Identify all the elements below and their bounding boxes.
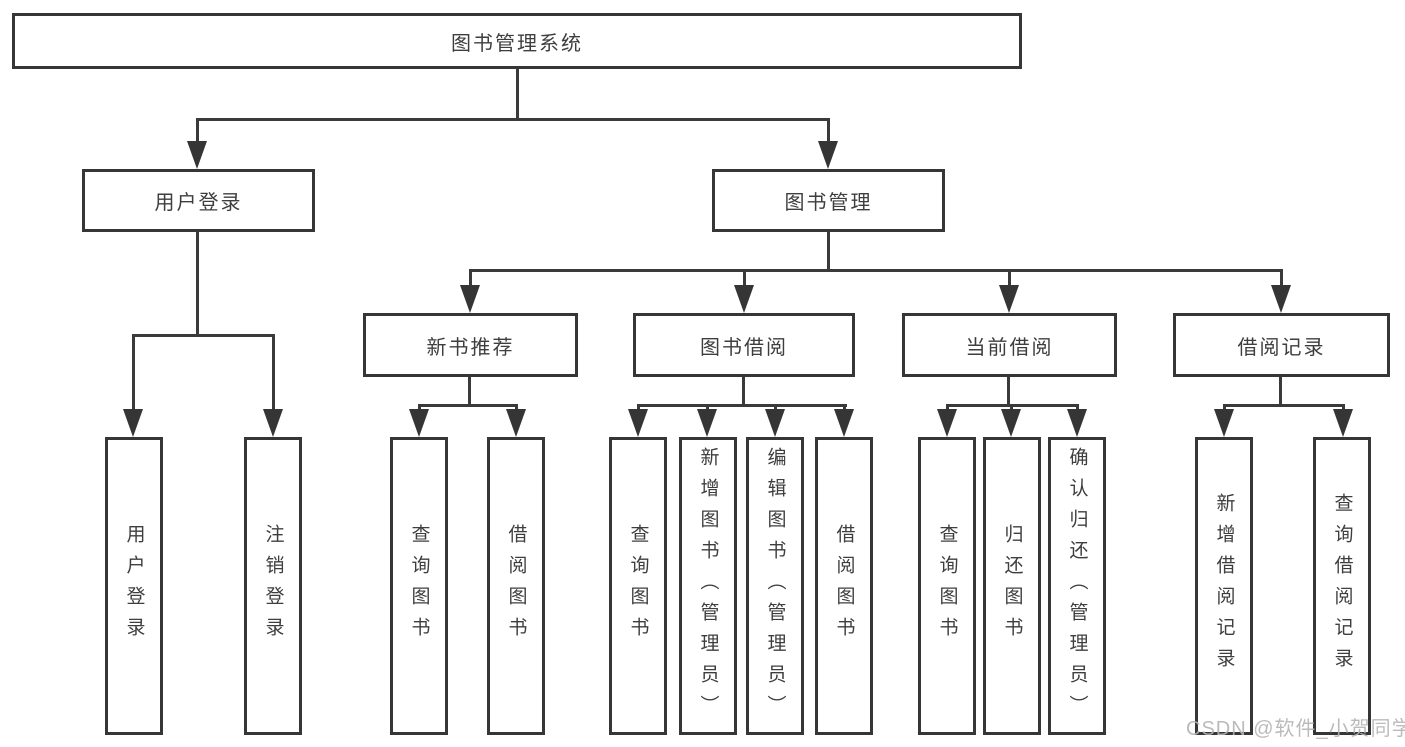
connector-borrow-records-bar — [1223, 404, 1344, 407]
connector-drop-leaf — [1342, 404, 1345, 413]
connector-drop-leaf — [418, 404, 421, 413]
node-label: 新书推荐 — [426, 336, 515, 359]
node-label: 用户登录 — [123, 524, 145, 648]
arrow-to-leaf — [628, 409, 648, 437]
connector-book-management-stem — [827, 232, 830, 272]
connector-user-login-stem — [196, 232, 199, 336]
arrow-to-leaf — [937, 409, 957, 437]
node-root: 图书管理系统 — [12, 13, 1022, 69]
arrow-to-new-book — [460, 285, 480, 313]
connector-drop-leaf — [515, 404, 518, 413]
node-label: 查询图书 — [936, 524, 958, 648]
node-leaf-edit-books-admin: 编辑图书（管理员） — [746, 437, 804, 735]
node-label: 借阅记录 — [1237, 336, 1326, 359]
connector-drop-logout-leaf — [272, 334, 275, 411]
arrow-to-user-login — [187, 141, 207, 169]
connector-drop-login-leaf — [132, 334, 135, 411]
node-label: 查询借阅记录 — [1331, 493, 1353, 679]
node-leaf-query-borrow-record: 查询借阅记录 — [1313, 437, 1371, 735]
arrow-to-leaf — [409, 409, 429, 437]
arrow-to-leaf — [1001, 409, 1021, 437]
connector-book-borrow-bar — [637, 404, 847, 407]
connector-drop-leaf — [637, 404, 640, 413]
node-label: 图书管理 — [784, 192, 873, 214]
arrow-to-leaf — [506, 409, 526, 437]
connector-drop-leaf — [774, 404, 777, 413]
connector-drop-leaf — [1076, 404, 1079, 413]
connector-new-book-stem — [468, 377, 471, 407]
arrow-to-leaf — [1067, 409, 1087, 437]
node-label: 新增借阅记录 — [1213, 493, 1235, 679]
connector-drop-leaf — [1223, 404, 1226, 413]
node-leaf-borrow-books: 借阅图书 — [815, 437, 873, 735]
node-label: 查询图书 — [627, 524, 649, 648]
connector-drop-leaf — [1010, 404, 1013, 413]
node-label: 图书管理系统 — [451, 32, 583, 55]
connector-drop-new-book — [469, 269, 472, 288]
connector-current-borrow-stem — [1007, 377, 1010, 407]
node-leaf-borrow-books-recommend: 借阅图书 — [487, 437, 545, 735]
node-label: 注销登录 — [262, 524, 284, 648]
node-new-book-recommend: 新书推荐 — [363, 313, 578, 377]
connector-drop-borrow-records — [1280, 269, 1283, 288]
arrow-to-book-borrow — [734, 285, 754, 313]
arrow-to-current-borrow — [999, 285, 1019, 313]
node-leaf-query-books-borrow: 查询图书 — [609, 437, 667, 735]
connector-drop-current-borrow — [1008, 269, 1011, 288]
arrow-to-book-management — [818, 141, 838, 169]
watermark: CSDN @软件_小贺同学 — [1186, 718, 1405, 740]
connector-drop-leaf — [706, 404, 709, 413]
connector-drop-leaf — [843, 404, 846, 413]
connector-book-management-bar — [469, 269, 1282, 272]
node-label: 用户登录 — [154, 192, 243, 214]
node-borrow-records: 借阅记录 — [1173, 313, 1390, 377]
node-label: 确认归还（管理员） — [1066, 446, 1088, 726]
node-user-login: 用户登录 — [82, 169, 315, 232]
node-leaf-query-books-current: 查询图书 — [918, 437, 976, 735]
connector-drop-user-login — [196, 118, 199, 144]
node-label: 当前借阅 — [965, 336, 1054, 359]
node-book-management: 图书管理 — [712, 169, 945, 232]
arrow-to-leaf — [1333, 409, 1353, 437]
node-label: 编辑图书（管理员） — [764, 446, 786, 726]
arrow-to-borrow-records — [1271, 285, 1291, 313]
connector-root-bar — [196, 118, 830, 121]
arrow-to-leaf — [765, 409, 785, 437]
node-label: 图书借阅 — [700, 336, 788, 359]
arrow-to-login-leaf — [123, 409, 143, 437]
node-book-borrow: 图书借阅 — [633, 313, 855, 377]
node-label: 新增图书（管理员） — [697, 446, 719, 726]
node-leaf-add-borrow-record: 新增借阅记录 — [1195, 437, 1253, 735]
connector-user-login-bar — [132, 334, 275, 337]
connector-drop-book-borrow — [743, 269, 746, 288]
connector-borrow-records-stem — [1279, 377, 1282, 407]
connector-book-borrow-stem — [742, 377, 745, 407]
node-label: 借阅图书 — [833, 524, 855, 648]
node-label: 查询图书 — [408, 524, 430, 648]
arrow-to-logout-leaf — [263, 409, 283, 437]
node-leaf-user-login: 用户登录 — [105, 437, 163, 735]
node-label: 归还图书 — [1001, 524, 1023, 648]
connector-drop-leaf — [946, 404, 949, 413]
node-label: 借阅图书 — [505, 524, 527, 648]
arrow-to-leaf — [697, 409, 717, 437]
node-leaf-query-books-recommend: 查询图书 — [390, 437, 448, 735]
node-leaf-add-books-admin: 新增图书（管理员） — [679, 437, 737, 735]
node-current-borrow: 当前借阅 — [902, 313, 1117, 377]
connector-drop-book-management — [827, 118, 830, 144]
connector-root-stem — [516, 69, 519, 121]
arrow-to-leaf — [834, 409, 854, 437]
connector-new-book-bar — [418, 404, 518, 407]
node-leaf-return-books: 归还图书 — [983, 437, 1041, 735]
node-leaf-logout-login: 注销登录 — [244, 437, 302, 735]
arrow-to-leaf — [1214, 409, 1234, 437]
node-leaf-confirm-return-admin: 确认归还（管理员） — [1048, 437, 1106, 735]
